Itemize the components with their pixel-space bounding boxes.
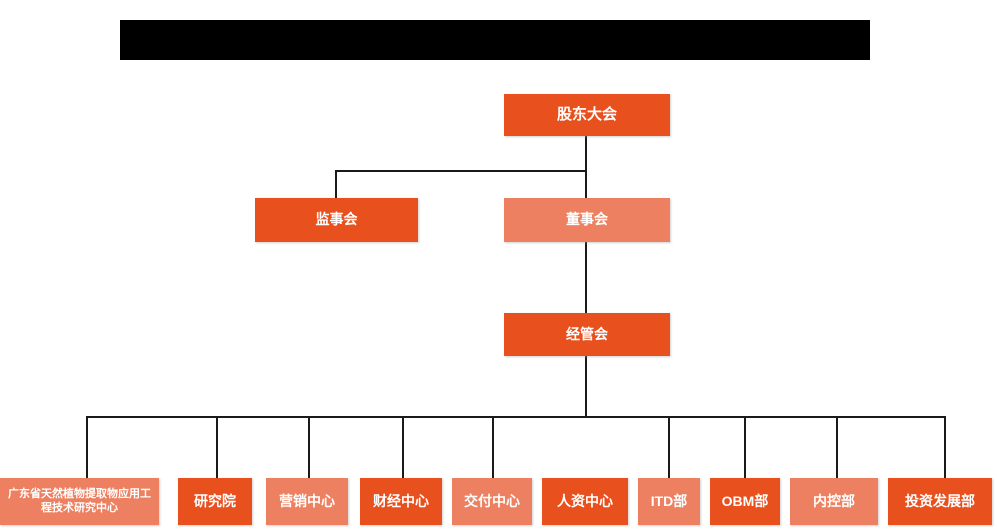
node-itd-department[interactable]: ITD部 (638, 478, 700, 525)
connector-board-drop (585, 170, 587, 198)
connector-drop-10 (944, 416, 946, 478)
connector-shareholders-down (585, 136, 587, 172)
node-marketing-center[interactable]: 营销中心 (266, 478, 348, 525)
connector-drop-5 (492, 416, 494, 478)
node-finance-center[interactable]: 财经中心 (360, 478, 442, 525)
node-label: 研究院 (194, 492, 236, 509)
connector-drop-4 (402, 416, 404, 478)
connector-drop-1 (86, 416, 88, 478)
node-label: 营销中心 (279, 492, 335, 509)
node-board-of-directors[interactable]: 董事会 (504, 198, 670, 242)
node-label: 人资中心 (557, 492, 613, 509)
node-label: 广东省天然植物提取物应用工程技术研究中心 (8, 487, 151, 514)
connector-level4-bus (86, 416, 945, 418)
connector-drop-8 (744, 416, 746, 478)
node-label: 内控部 (813, 492, 855, 509)
node-label: 监事会 (315, 211, 358, 228)
redacted-title-bar (120, 20, 870, 60)
connector-drop-9 (836, 416, 838, 478)
node-research-institute[interactable]: 研究院 (178, 478, 252, 525)
node-internal-control-department[interactable]: 内控部 (790, 478, 878, 525)
node-label: ITD部 (650, 492, 688, 509)
node-management-committee[interactable]: 经管会 (504, 313, 670, 356)
node-label: 投资发展部 (905, 492, 975, 509)
node-label: 交付中心 (464, 492, 520, 509)
node-delivery-center[interactable]: 交付中心 (452, 478, 532, 525)
connector-supervisory-drop (335, 170, 337, 198)
node-label: 财经中心 (373, 492, 429, 509)
connector-drop-3 (308, 416, 310, 478)
node-label: OBM部 (721, 492, 769, 509)
node-label: 股东大会 (556, 105, 617, 123)
node-guangdong-research-center[interactable]: 广东省天然植物提取物应用工程技术研究中心 (0, 478, 159, 525)
node-obm-department[interactable]: OBM部 (710, 478, 780, 525)
connector-level2-bus (335, 170, 587, 172)
connector-board-to-management (585, 242, 587, 314)
node-shareholders-meeting[interactable]: 股东大会 (504, 94, 670, 136)
node-hr-center[interactable]: 人资中心 (542, 478, 628, 525)
connector-management-down (585, 356, 587, 418)
node-investment-development-department[interactable]: 投资发展部 (888, 478, 992, 525)
connector-drop-2 (216, 416, 218, 478)
node-supervisory-board[interactable]: 监事会 (255, 198, 418, 242)
connector-drop-7 (668, 416, 670, 478)
node-label: 董事会 (566, 211, 608, 228)
node-label: 经管会 (566, 325, 608, 342)
